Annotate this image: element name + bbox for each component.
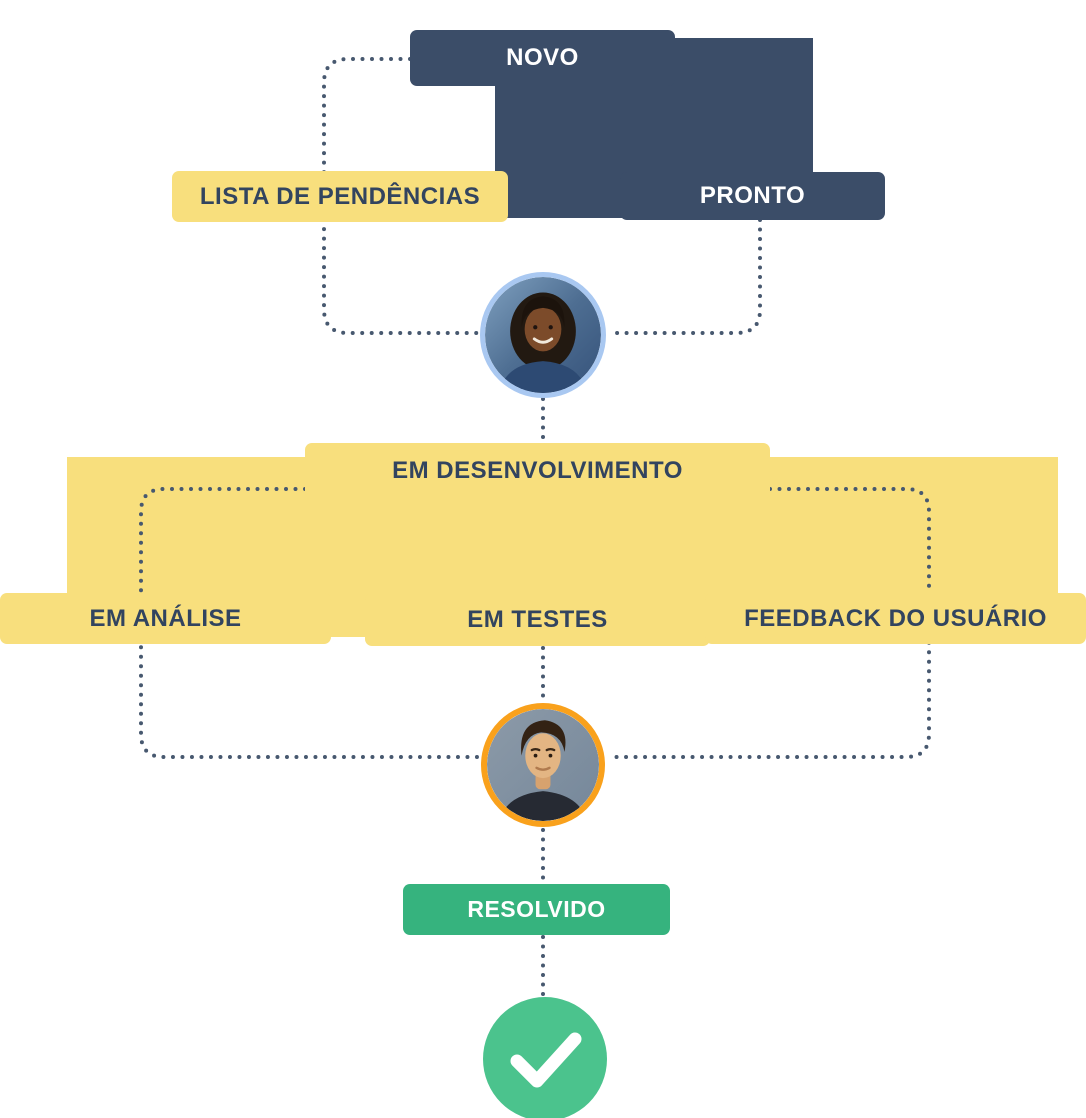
status-em-desenvolvimento-label: EM DESENVOLVIMENTO [392,457,683,484]
checkmark-icon [483,997,607,1118]
avatar-woman-photo [485,277,601,393]
status-pronto: PRONTO [620,172,885,220]
status-em-analise-label: EM ANÁLISE [89,604,242,632]
avatar-man-photo [487,709,599,821]
avatar-woman [480,272,606,398]
done-check-circle [483,997,607,1118]
status-em-testes-label: EM TESTES [467,605,608,633]
avatar-man [481,703,605,827]
status-lista-de-pendencias: LISTA DE PENDÊNCIAS [172,171,508,222]
status-resolvido: RESOLVIDO [403,884,670,935]
status-pronto-label: PRONTO [699,182,806,209]
status-feedback-do-usuario-label: FEEDBACK DO USUÁRIO [744,604,1047,632]
status-novo: NOVO [410,30,675,86]
status-lista-de-pendencias-label: LISTA DE PENDÊNCIAS [199,182,481,210]
status-em-testes: EM TESTES [365,593,710,646]
status-novo-label: NOVO [506,44,579,71]
white-patch [1030,1019,1086,1071]
status-em-desenvolvimento: EM DESENVOLVIMENTO [305,443,770,499]
status-em-analise: EM ANÁLISE [0,593,331,644]
status-resolvido-label: RESOLVIDO [467,896,606,922]
status-feedback-do-usuario: FEEDBACK DO USUÁRIO [705,593,1086,644]
connector-pronto-to-avatar1 [607,218,762,335]
